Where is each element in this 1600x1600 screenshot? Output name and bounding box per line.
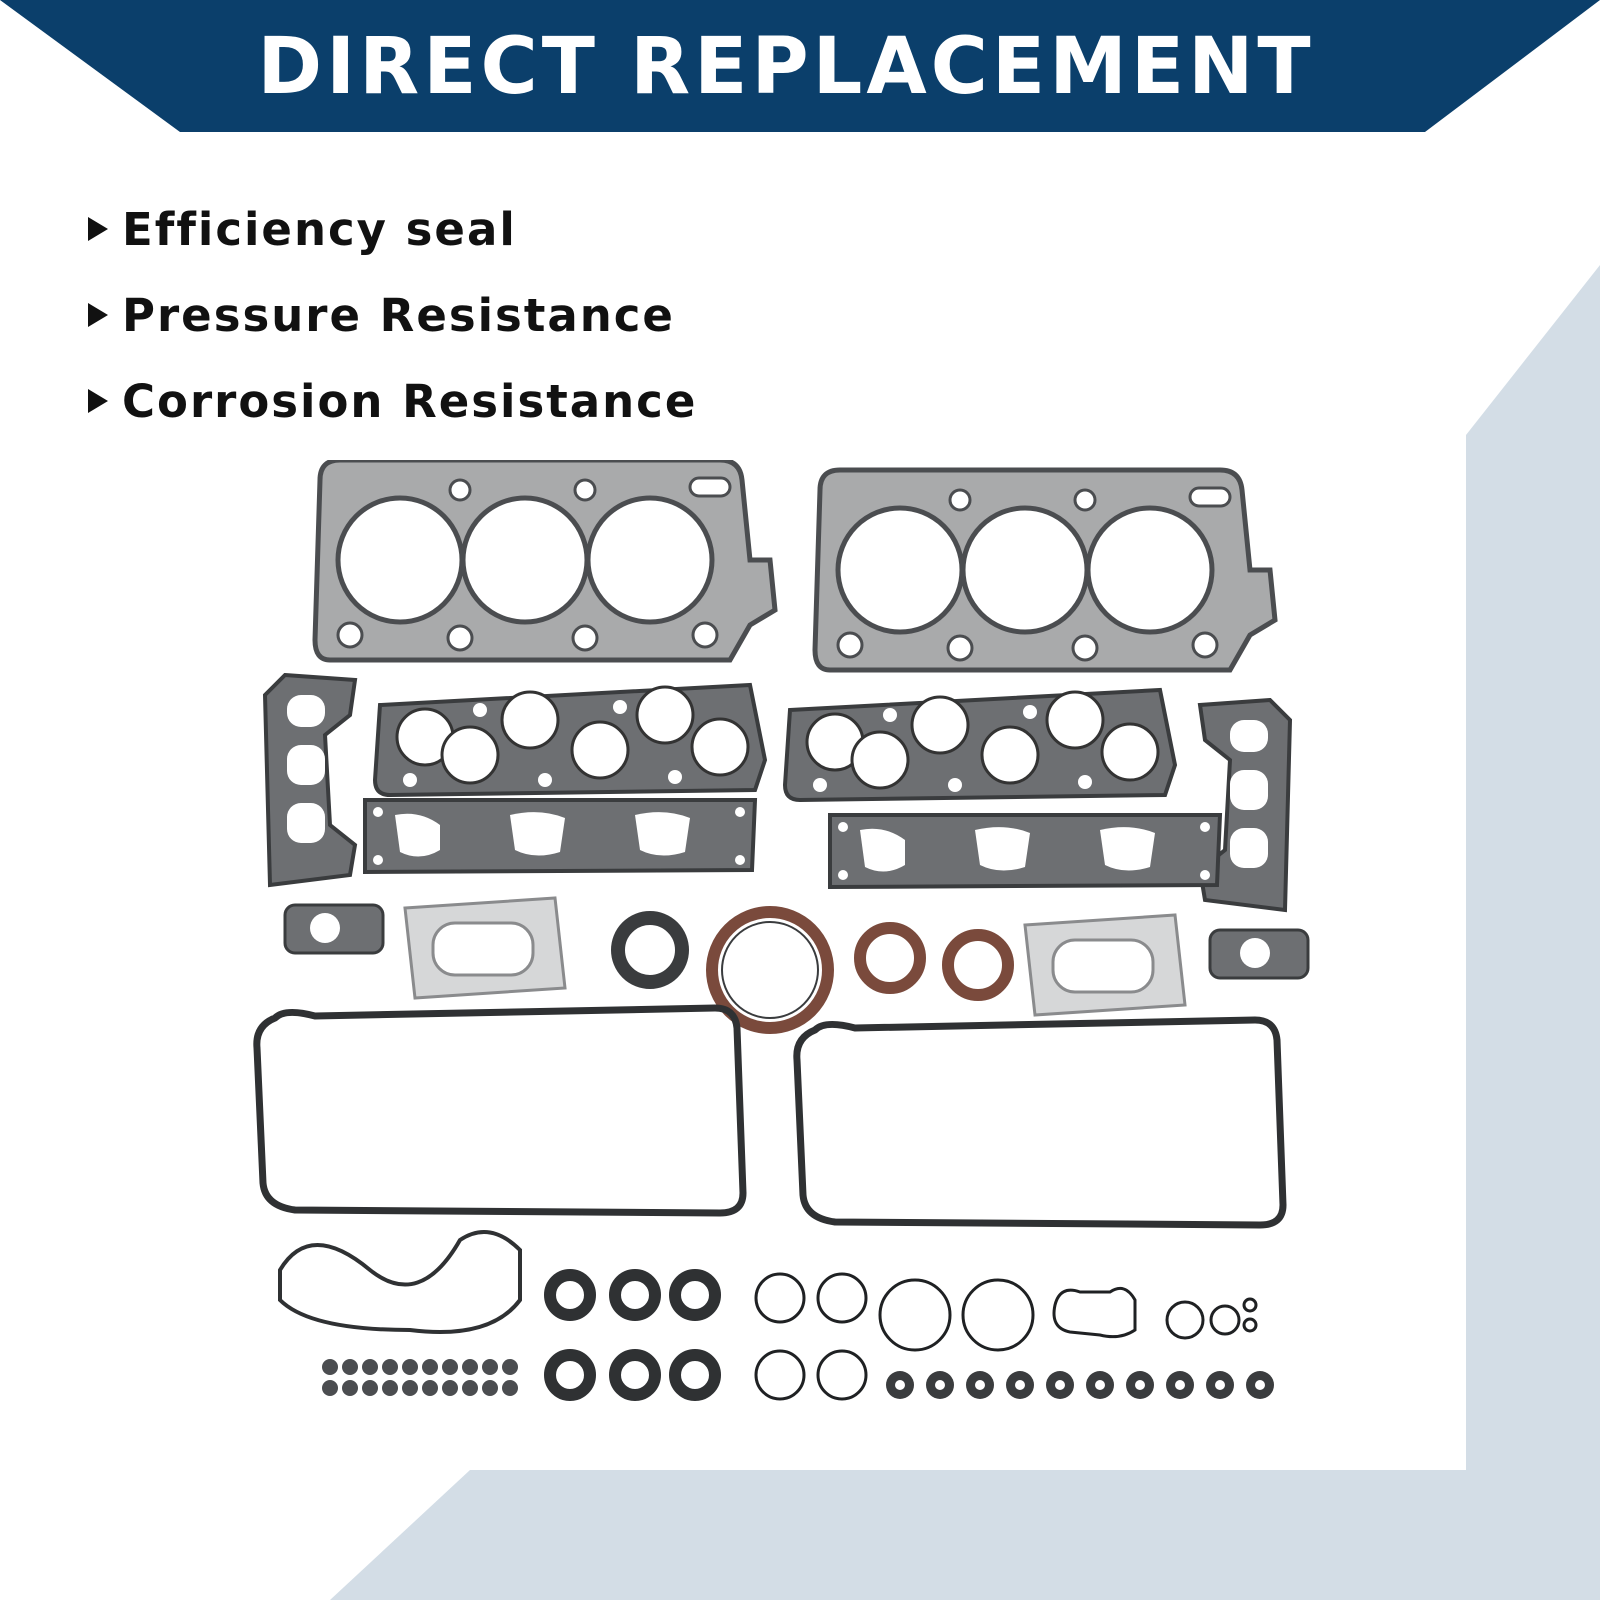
feature-label: Pressure Resistance	[122, 288, 675, 342]
triangle-right-icon	[88, 217, 108, 241]
bg-band-bottom	[330, 1470, 1600, 1600]
crank-seal	[706, 906, 834, 1034]
triangle-right-icon	[88, 303, 108, 327]
feature-label: Efficiency seal	[122, 202, 517, 256]
cam-seal	[854, 922, 926, 994]
valve-cover-gasket-right	[797, 1020, 1283, 1225]
valve-cover-gasket-left	[257, 1008, 743, 1213]
lower-intake-gasket-left	[363, 798, 757, 874]
intake-gasket-left	[373, 683, 767, 797]
side-gasket-left	[263, 673, 357, 887]
lower-intake-gasket-right	[828, 813, 1222, 889]
feature-list: Efficiency seal Pressure Resistance Corr…	[88, 186, 697, 444]
feature-item: Corrosion Resistance	[88, 358, 697, 444]
intake-gasket-right	[783, 688, 1177, 802]
feature-item: Efficiency seal	[88, 186, 697, 272]
oil-seal	[611, 911, 689, 989]
head-gasket-right	[815, 470, 1275, 670]
triangle-right-icon	[88, 389, 108, 413]
header-banner	[0, 0, 1600, 132]
feature-label: Corrosion Resistance	[122, 374, 698, 428]
timing-cover-gasket	[278, 1230, 522, 1334]
feature-item: Pressure Resistance	[88, 272, 697, 358]
cam-seal	[942, 929, 1014, 1001]
exhaust-gasket-left	[403, 896, 567, 1000]
exhaust-gasket-right	[1023, 913, 1187, 1017]
head-gasket-left	[315, 460, 775, 660]
o-rings	[754, 1272, 1258, 1401]
page-title: DIRECT REPLACEMENT	[257, 22, 1315, 112]
tube-seals	[544, 1269, 721, 1401]
valve-stem-seals	[322, 1359, 518, 1396]
bg-band-right	[1466, 265, 1600, 1600]
gasket-kit-illustration	[250, 460, 1310, 1401]
